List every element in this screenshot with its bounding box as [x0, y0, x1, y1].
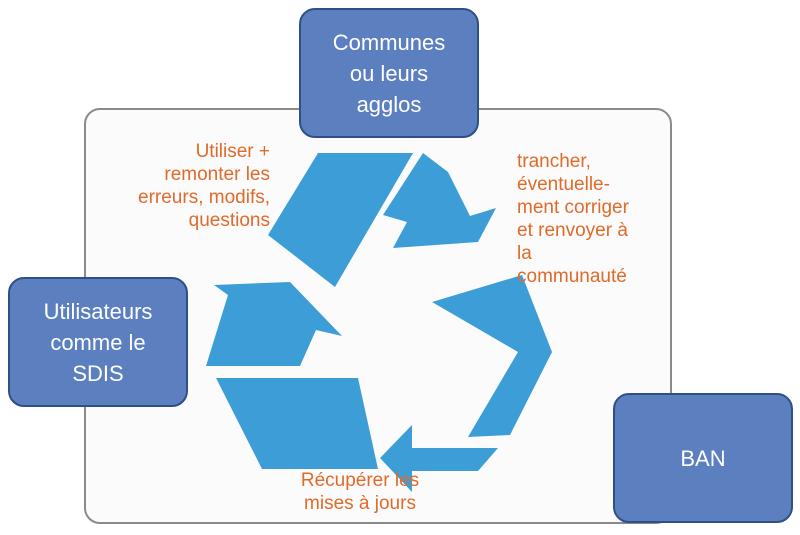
recycle-arrow-bottom-left: [216, 378, 378, 469]
recycle-arrow-left: [206, 282, 342, 366]
node-communes: Communes ou leurs agglos: [299, 8, 479, 138]
recycle-arrow-bottom: [380, 425, 498, 492]
node-ban: BAN: [613, 393, 793, 523]
label-utiliser: Utiliser + remonter les erreurs, modifs,…: [138, 141, 270, 231]
recycle-arrow-top-left: [268, 153, 413, 287]
node-utilisateurs: Utilisateurs comme le SDIS: [8, 277, 188, 407]
recycle-arrow-top: [383, 153, 496, 248]
label-trancher: trancher, éventuelle- ment corriger et r…: [517, 151, 629, 287]
recycle-arrow-right: [432, 275, 552, 437]
label-recuperer: Récupérer les mises à jours: [300, 470, 420, 514]
